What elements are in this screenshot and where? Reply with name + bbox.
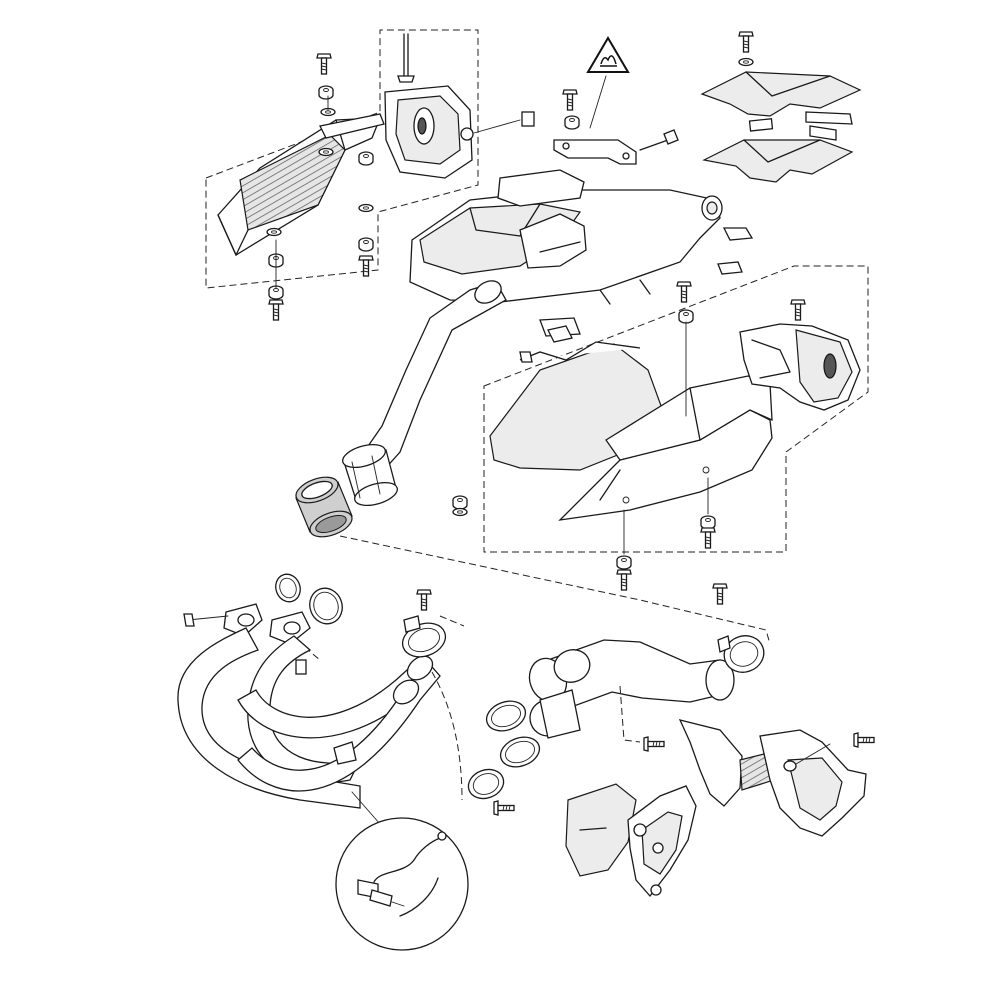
connection-pipe	[342, 280, 507, 507]
hot-surface-warning-icon	[586, 36, 630, 129]
silencer-heat-shield-right	[452, 265, 869, 605]
muffler-mount-bracket	[553, 89, 679, 165]
exhaust-headers	[177, 573, 465, 809]
heat-shield-upper-left	[205, 29, 535, 321]
top-cover-plates	[700, 31, 862, 183]
lambda-sensor-detail	[335, 791, 469, 951]
muffler-body	[409, 169, 754, 337]
catalyst-collector	[467, 635, 765, 816]
lower-guards	[565, 719, 875, 898]
gasket-sleeve	[295, 476, 353, 538]
